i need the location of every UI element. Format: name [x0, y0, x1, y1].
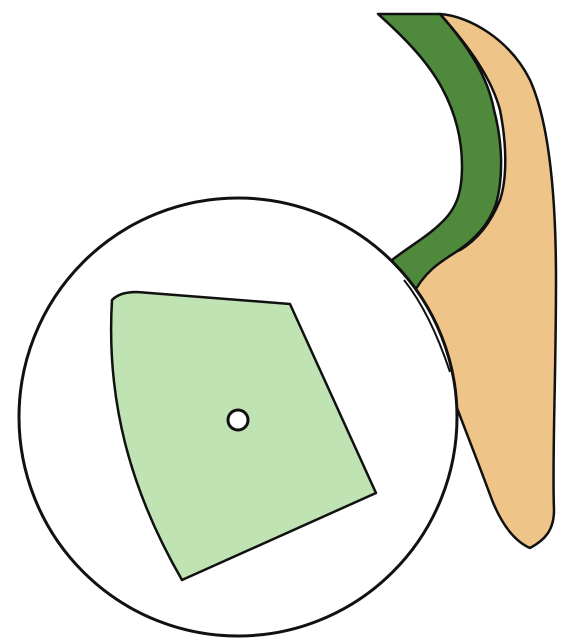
center-marker	[228, 410, 248, 430]
